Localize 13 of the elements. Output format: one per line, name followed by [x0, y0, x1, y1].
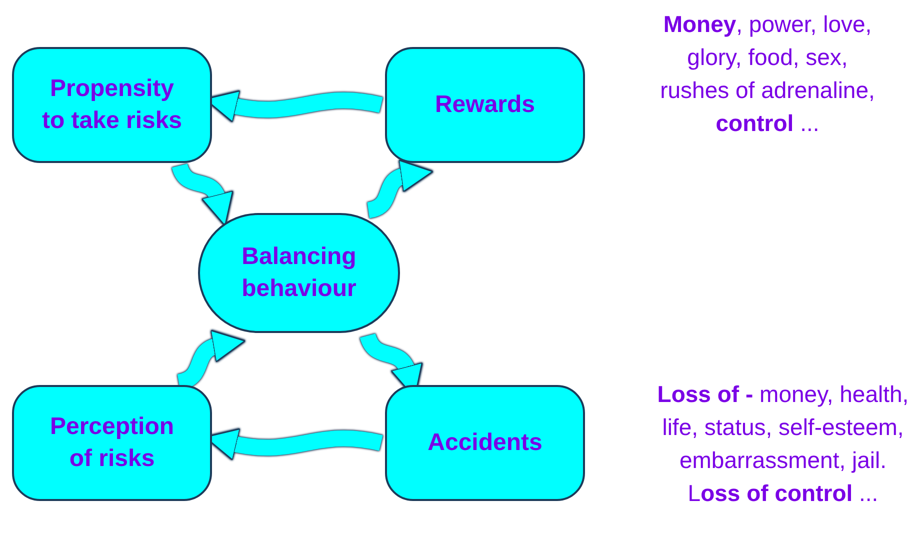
rounded-box — [12, 385, 212, 501]
note-text: Money, power, love, glory, food, sex, rushes of adrenaline, control ... — [659, 10, 876, 138]
node-label: Perception of risks — [48, 412, 176, 474]
note-text: Loss of - money, health, life, status, self-esteem, embarrassment, jail. Loss of control ... — [656, 380, 910, 508]
curved-arrow — [172, 163, 232, 226]
node-label: Accidents — [428, 428, 542, 458]
node-label: Balancing behaviour — [240, 242, 358, 304]
rounded-box — [12, 47, 212, 163]
node-label: Propensity to take risks — [40, 74, 184, 136]
node-label: Rewards — [434, 90, 536, 120]
rounded-box — [385, 47, 585, 163]
rounded-box — [385, 385, 585, 501]
curved-arrow — [366, 160, 433, 218]
